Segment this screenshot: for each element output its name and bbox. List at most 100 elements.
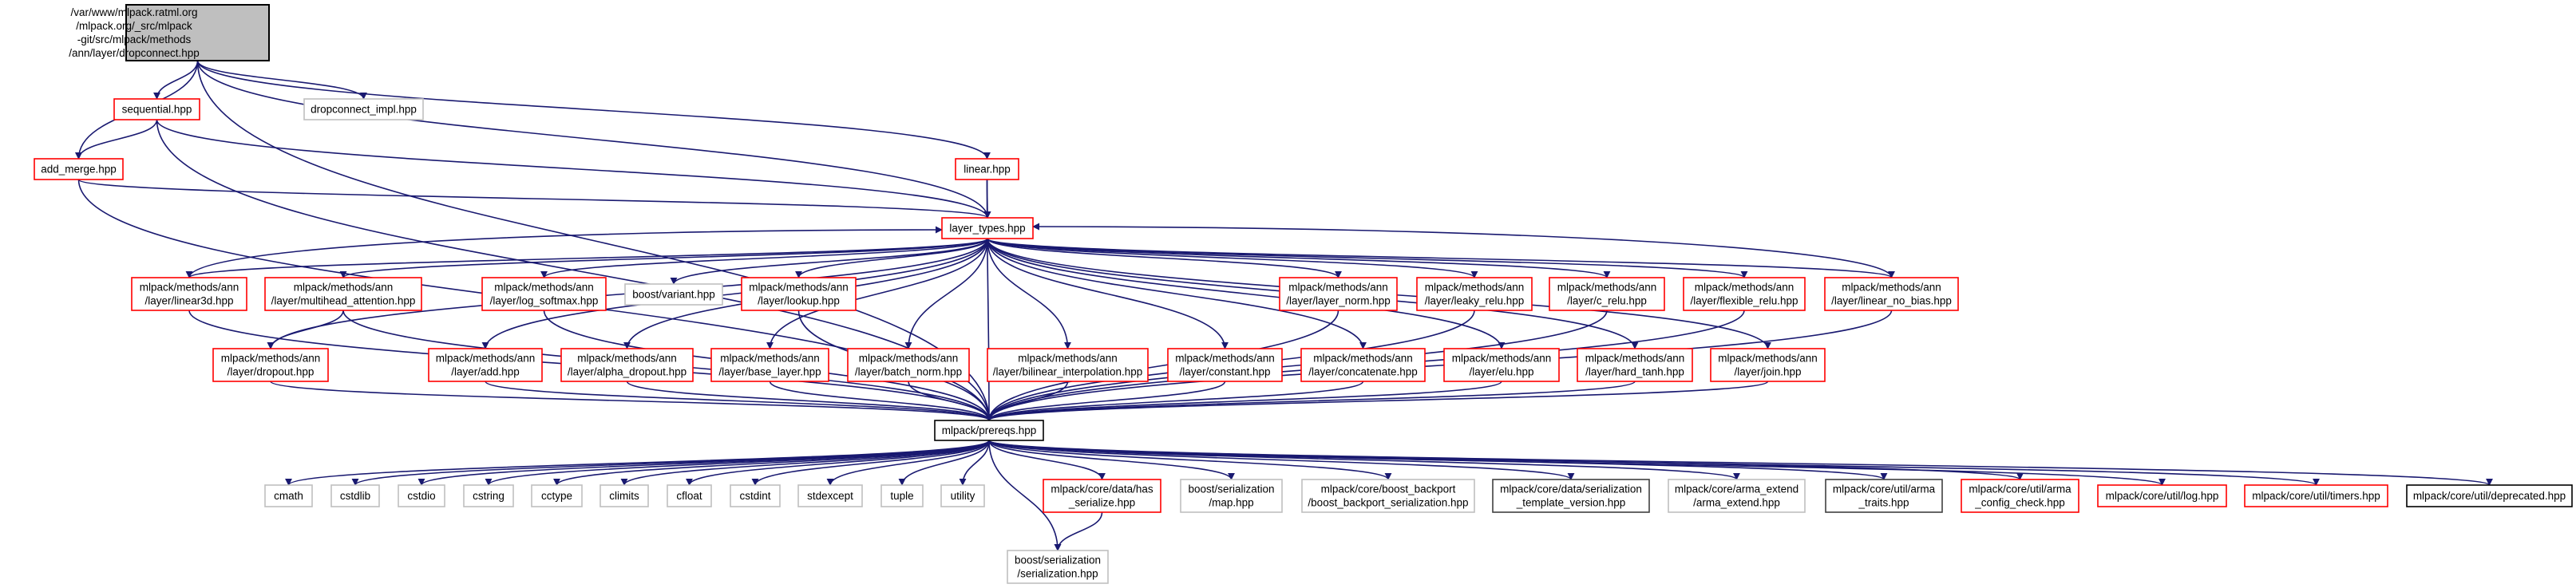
node-label: /layer/layer_norm.hpp xyxy=(1286,295,1391,307)
node-box xyxy=(987,348,1149,382)
node-label: cctype xyxy=(541,490,572,502)
node-box xyxy=(1301,479,1475,513)
node-hard_tanh[interactable]: mlpack/methods/ann/layer/hard_tanh.hpp xyxy=(1577,348,1693,382)
node-box xyxy=(113,98,200,120)
node-cmath: cmath xyxy=(264,484,313,507)
node-has_serialize[interactable]: mlpack/core/data/has_serialize.hpp xyxy=(1043,479,1161,513)
node-box xyxy=(1180,479,1283,513)
node-box xyxy=(1007,550,1109,584)
node-box xyxy=(1577,348,1693,382)
edge-layer_types-to-c_relu xyxy=(987,238,1611,278)
node-utility: utility xyxy=(940,484,985,507)
node-label: mlpack/methods/ann xyxy=(577,353,677,365)
node-label: /layer/linear_no_bias.hpp xyxy=(1831,295,1952,307)
node-join[interactable]: mlpack/methods/ann/layer/join.hpp xyxy=(1710,348,1826,382)
edge-c_relu-to-prereqs xyxy=(985,310,1608,421)
node-label: /layer/leaky_relu.hpp xyxy=(1425,295,1525,307)
node-label: /layer/lookup.hpp xyxy=(758,295,840,307)
node-ser_tmpl[interactable]: mlpack/core/data/serialization_template_… xyxy=(1492,479,1650,513)
node-dropout[interactable]: mlpack/methods/ann/layer/dropout.hpp xyxy=(212,348,329,382)
node-label: /mlpack.org/_src/mlpack xyxy=(76,20,192,32)
node-box xyxy=(481,277,607,311)
edge-prereqs-to-has_serialize xyxy=(988,440,1106,480)
node-sequential[interactable]: sequential.hpp xyxy=(113,98,200,120)
node-prereqs[interactable]: mlpack/prereqs.hpp xyxy=(934,420,1044,441)
edge-layer_types-to-lookup xyxy=(795,238,988,278)
node-label: add_merge.hpp xyxy=(41,164,117,176)
node-box xyxy=(212,348,329,382)
node-cfloat: cfloat xyxy=(667,484,712,507)
node-box xyxy=(1443,348,1560,382)
node-base_layer[interactable]: mlpack/methods/ann/layer/base_layer.hpp xyxy=(710,348,829,382)
node-arma_extend: mlpack/core/arma_extend/arma_extend.hpp xyxy=(1668,479,1806,513)
edge-layer_types-to-add xyxy=(481,238,988,349)
node-label: /layer/flexible_relu.hpp xyxy=(1690,295,1798,307)
node-c_relu[interactable]: mlpack/methods/ann/layer/c_relu.hpp xyxy=(1549,277,1665,311)
node-box xyxy=(303,98,424,120)
edge-prereqs-to-cfloat xyxy=(686,440,990,486)
node-label: mlpack/methods/ann xyxy=(1842,282,1941,294)
node-label: cstring xyxy=(473,490,505,502)
node-flexible_relu[interactable]: mlpack/methods/ann/layer/flexible_relu.h… xyxy=(1683,277,1806,311)
node-label: mlpack/core/arma_extend xyxy=(1675,483,1798,495)
node-label: /layer/constant.hpp xyxy=(1179,366,1270,378)
node-label: tuple xyxy=(890,490,913,502)
node-box xyxy=(797,484,863,507)
node-log_softmax[interactable]: mlpack/methods/ann/layer/log_softmax.hpp xyxy=(481,277,607,311)
node-layer_norm[interactable]: mlpack/methods/ann/layer/layer_norm.hpp xyxy=(1279,277,1398,311)
node-label: mlpack/methods/ann xyxy=(1585,353,1685,365)
node-label: layer_types.hpp xyxy=(949,223,1025,235)
node-label: /layer/bilinear_interpolation.hpp xyxy=(993,366,1143,378)
node-lookup[interactable]: mlpack/methods/ann/layer/lookup.hpp xyxy=(741,277,857,311)
node-arma_config[interactable]: mlpack/core/util/arma_config_check.hpp xyxy=(1961,479,2079,513)
node-add[interactable]: mlpack/methods/ann/layer/add.hpp xyxy=(428,348,543,382)
node-box xyxy=(847,348,970,382)
node-layer_types[interactable]: layer_types.hpp xyxy=(941,217,1034,239)
node-label: mlpack/methods/ann xyxy=(749,282,849,294)
node-label: boost/serialization xyxy=(1188,483,1274,495)
edge-base_layer-to-prereqs xyxy=(769,381,993,421)
node-label: mlpack/methods/ann xyxy=(294,282,394,294)
node-label: cfloat xyxy=(676,490,702,502)
node-label: stdexcept xyxy=(807,490,853,502)
node-batch_norm[interactable]: mlpack/methods/ann/layer/batch_norm.hpp xyxy=(847,348,970,382)
node-box xyxy=(1683,277,1806,311)
edge-hard_tanh-to-prereqs xyxy=(985,381,1636,421)
node-bilinear[interactable]: mlpack/methods/ann/layer/bilinear_interp… xyxy=(987,348,1149,382)
edge-layer_types-to-batch_norm xyxy=(904,238,988,349)
node-linear[interactable]: linear.hpp xyxy=(955,158,1019,180)
node-deprecated[interactable]: mlpack/core/util/deprecated.hpp xyxy=(2406,484,2573,507)
node-timers[interactable]: mlpack/core/util/timers.hpp xyxy=(2244,484,2388,507)
edge-linear3d-to-layer_types xyxy=(188,226,943,278)
node-linear_no_bias[interactable]: mlpack/methods/ann/layer/linear_no_bias.… xyxy=(1824,277,1959,311)
node-label: boost/variant.hpp xyxy=(632,289,715,301)
edge-root-to-layer_types xyxy=(196,60,991,219)
node-box xyxy=(330,484,380,507)
node-log[interactable]: mlpack/core/util/log.hpp xyxy=(2097,484,2227,507)
node-linear3d[interactable]: mlpack/methods/ann/layer/linear3d.hpp xyxy=(131,277,247,311)
node-label: mlpack/methods/ann xyxy=(1175,353,1275,365)
node-label: /map.hpp xyxy=(1209,497,1253,509)
node-label: _serialize.hpp xyxy=(1068,497,1135,509)
node-constant[interactable]: mlpack/methods/ann/layer/constant.hpp xyxy=(1167,348,1283,382)
node-box xyxy=(599,484,649,507)
edge-linear_no_bias-to-layer_types xyxy=(1032,223,1893,278)
node-label: /layer/elu.hpp xyxy=(1469,366,1533,378)
edge-root-to-sequential xyxy=(153,60,199,100)
node-alpha_dropout[interactable]: mlpack/methods/ann/layer/alpha_dropout.h… xyxy=(560,348,694,382)
node-label: /ann/layer/dropconnect.hpp xyxy=(69,47,200,59)
node-box xyxy=(940,484,985,507)
node-elu[interactable]: mlpack/methods/ann/layer/elu.hpp xyxy=(1443,348,1560,382)
node-leaky_relu[interactable]: mlpack/methods/ann/layer/leaky_relu.hpp xyxy=(1416,277,1533,311)
node-multihead[interactable]: mlpack/methods/ann/layer/multihead_atten… xyxy=(264,277,422,311)
node-label: /layer/log_softmax.hpp xyxy=(490,295,599,307)
node-label: /layer/hard_tanh.hpp xyxy=(1585,366,1684,378)
node-label: cstdlib xyxy=(340,490,370,502)
edge-linear_no_bias-to-prereqs xyxy=(985,310,1893,421)
node-add_merge[interactable]: add_merge.hpp xyxy=(34,158,124,180)
node-arma_traits[interactable]: mlpack/core/util/arma_traits.hpp xyxy=(1825,479,1943,513)
edge-multihead-to-dropout xyxy=(267,310,344,349)
node-label: /layer/dropout.hpp xyxy=(228,366,315,378)
node-concatenate[interactable]: mlpack/methods/ann/layer/concatenate.hpp xyxy=(1300,348,1426,382)
node-label: climits xyxy=(609,490,639,502)
